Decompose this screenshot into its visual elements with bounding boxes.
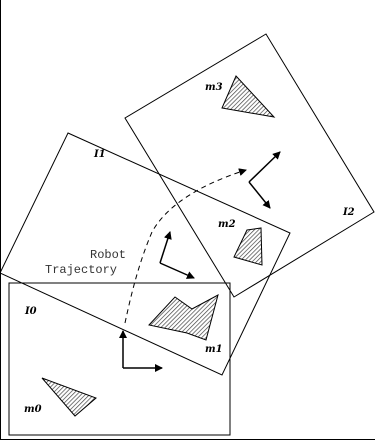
pose-axes-i0 bbox=[119, 330, 163, 372]
pose-axes-i1 bbox=[159, 231, 195, 279]
pose-axes-i2 bbox=[248, 151, 281, 209]
label-m0: m0 bbox=[24, 404, 42, 415]
trajectory-label-line2: Trajectory bbox=[45, 263, 117, 277]
frame-i1 bbox=[0, 132, 291, 376]
label-i1: I1 bbox=[93, 149, 106, 160]
landmark-m1 bbox=[148, 294, 219, 341]
frame-i0 bbox=[8, 282, 231, 436]
landmark-m0 bbox=[41, 377, 97, 417]
label-m3: m3 bbox=[205, 82, 223, 93]
label-m1: m1 bbox=[205, 344, 223, 355]
trajectory-label-line1: Robot bbox=[90, 248, 126, 262]
trajectory-path bbox=[124, 168, 247, 324]
label-i0: I0 bbox=[24, 306, 37, 317]
label-i2: I2 bbox=[342, 207, 355, 218]
landmark-m3 bbox=[221, 75, 276, 118]
label-m2: m2 bbox=[218, 219, 236, 230]
landmark-m2 bbox=[233, 227, 263, 266]
frame-i2 bbox=[124, 33, 375, 298]
